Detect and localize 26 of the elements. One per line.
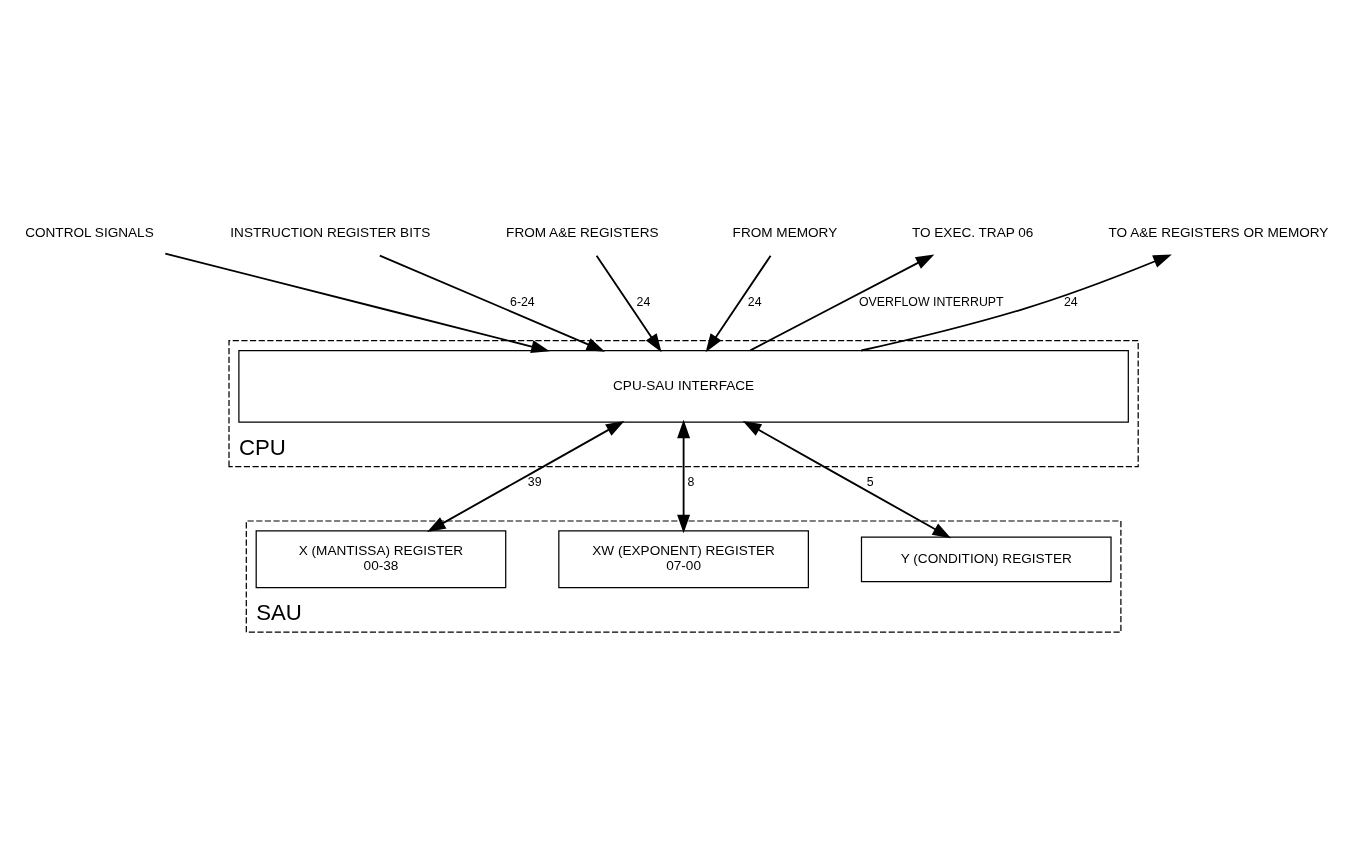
node-text: FROM MEMORY: [732, 224, 838, 240]
node-text: TO A&E REGISTERS OR MEMORY: [1108, 224, 1329, 240]
edge-label: 39: [527, 475, 542, 490]
node-box: Y (CONDITION) REGISTER: [860, 536, 1112, 583]
arrow: [164, 252, 550, 353]
arrow: [749, 254, 935, 352]
node-text: FROM A&E REGISTERS: [506, 224, 659, 240]
edge-label: OVERFLOW INTERRUPT: [858, 295, 1004, 310]
edge-label: 8: [687, 475, 695, 490]
arrow: [742, 420, 952, 539]
arrow: [427, 420, 625, 533]
arrow: [378, 254, 606, 352]
arrow: [595, 254, 662, 353]
node-box: CPU-SAU INTERFACE: [238, 349, 1129, 423]
node-box: XW (EXPONENT) REGISTER 07-00: [558, 530, 809, 589]
node-text: INSTRUCTION REGISTER BITS: [230, 224, 431, 240]
edge-label: 24: [636, 295, 651, 310]
arrow: [705, 254, 772, 353]
edge-label: 5: [866, 475, 874, 490]
arrow: [677, 419, 691, 534]
node-text: CONTROL SIGNALS: [25, 224, 154, 240]
node-box: X (MANTISSA) REGISTER 00-38: [255, 530, 507, 589]
node-text: TO EXEC. TRAP 06: [911, 224, 1034, 240]
edge-label: 24: [1064, 295, 1078, 310]
edge-label: 6-24: [510, 295, 535, 310]
edge-label: 24: [747, 295, 762, 310]
